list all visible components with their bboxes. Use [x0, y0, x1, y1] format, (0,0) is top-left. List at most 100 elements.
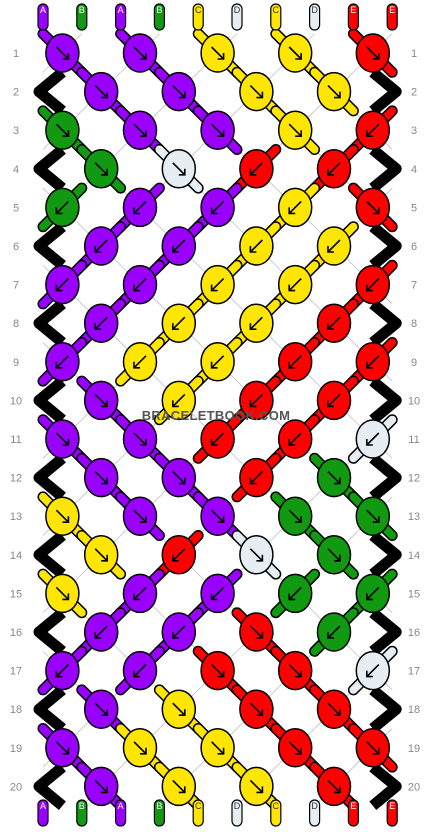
row-label-right: 13	[408, 511, 420, 523]
arrow-down-right-icon	[94, 779, 108, 793]
knot	[200, 496, 235, 536]
arrow-down-right-icon	[327, 548, 341, 562]
arrow-down-right-icon	[327, 702, 341, 716]
arrow-down-right-icon	[94, 471, 108, 485]
arrow-head-icon	[140, 53, 147, 60]
row-label-right: 19	[408, 743, 420, 755]
knot	[355, 342, 391, 382]
arrow-down-right-icon	[55, 586, 69, 600]
knot	[45, 187, 80, 228]
arrow-head-icon	[295, 747, 303, 755]
arrow-head-icon	[249, 477, 257, 485]
knot	[122, 496, 158, 536]
knot	[355, 419, 391, 459]
knot	[239, 380, 274, 421]
knot	[45, 110, 80, 150]
edge-strand-outline	[33, 762, 66, 810]
row-label-left: 17	[10, 666, 22, 678]
arrow-down-right-icon	[133, 432, 147, 446]
arrow-head-icon	[288, 207, 296, 215]
top-strand-tab: B	[76, 3, 88, 31]
arrow-head-icon	[334, 786, 341, 794]
arrow-head-icon	[94, 246, 102, 253]
arrow-down-left-icon	[249, 471, 263, 485]
arrow-down-right-icon	[249, 548, 263, 562]
arrow-head-icon	[256, 554, 264, 562]
row-label-left: 11	[10, 434, 21, 446]
strand-tab	[386, 3, 398, 31]
bottom-strand-tab: A	[37, 799, 49, 827]
arrow-down-left-icon	[94, 625, 108, 639]
bottom-strand-tab: C	[192, 799, 204, 827]
arrow-head-icon	[55, 670, 63, 678]
arrow-down-left-icon	[249, 239, 263, 253]
row-label-right: 18	[408, 704, 420, 716]
arrow-down-left-icon	[55, 200, 69, 214]
knot	[316, 71, 352, 112]
edge-strand-outline	[369, 531, 402, 579]
arrow-head-icon	[372, 207, 380, 215]
knot	[45, 342, 80, 382]
strand-tab	[231, 3, 243, 31]
knot	[83, 380, 119, 421]
strand-tab	[347, 3, 359, 31]
arrow-down-left-icon	[366, 586, 380, 600]
arrow-down-left-icon	[172, 316, 186, 330]
arrow-down-left-icon	[288, 278, 302, 292]
knot	[316, 303, 352, 343]
edge-strand-outline	[369, 762, 402, 810]
strand-letter: E	[389, 5, 395, 15]
arrow-head-icon	[249, 400, 257, 408]
knot	[122, 419, 158, 459]
arrow-head-icon	[334, 554, 341, 562]
arrow-head-icon	[62, 53, 70, 60]
arrow-down-right-icon	[288, 664, 302, 678]
strand-tab	[153, 799, 165, 827]
knot	[83, 149, 119, 189]
knot	[239, 71, 274, 112]
knot	[83, 689, 119, 729]
arrow-head-icon	[94, 632, 102, 639]
knot	[161, 689, 197, 729]
arrow-down-left-icon	[133, 586, 147, 600]
arrow-head-icon	[288, 361, 296, 369]
arrow-head-icon	[62, 593, 70, 601]
arrow-down-left-icon	[55, 355, 69, 369]
arrow-down-right-icon	[94, 548, 108, 562]
arrow-head-icon	[288, 284, 296, 292]
arrow-down-right-icon	[94, 162, 108, 176]
knot	[277, 33, 313, 73]
arrow-down-left-icon	[172, 393, 186, 407]
arrow-head-icon	[327, 632, 334, 639]
arrow-down-left-icon	[172, 548, 186, 562]
arrow-head-icon	[210, 593, 218, 601]
arrow-down-left-icon	[366, 355, 380, 369]
knot	[355, 650, 391, 691]
top-strand-tab: B	[153, 3, 165, 31]
knot	[161, 535, 197, 575]
arrow-down-right-icon	[211, 509, 225, 523]
knot	[45, 728, 80, 768]
knot	[83, 612, 119, 652]
knot	[161, 303, 197, 343]
arrow-head-icon	[327, 400, 334, 408]
arrow-down-right-icon	[55, 432, 69, 446]
knot	[122, 650, 158, 691]
arrow-head-icon	[365, 130, 373, 137]
arrow-down-left-icon	[133, 664, 147, 678]
row-label-left: 13	[10, 511, 22, 523]
knot	[355, 496, 391, 536]
knot	[277, 573, 313, 614]
knot	[200, 419, 235, 459]
row-label-left: 4	[13, 164, 19, 176]
arrow-down-left-icon	[249, 316, 263, 330]
arrow-down-left-icon	[288, 200, 302, 214]
row-label-left: 16	[10, 627, 22, 639]
knot	[122, 573, 158, 614]
knot	[161, 71, 197, 112]
arrow-head-icon	[133, 361, 140, 369]
edge-strand-outline	[369, 299, 402, 347]
